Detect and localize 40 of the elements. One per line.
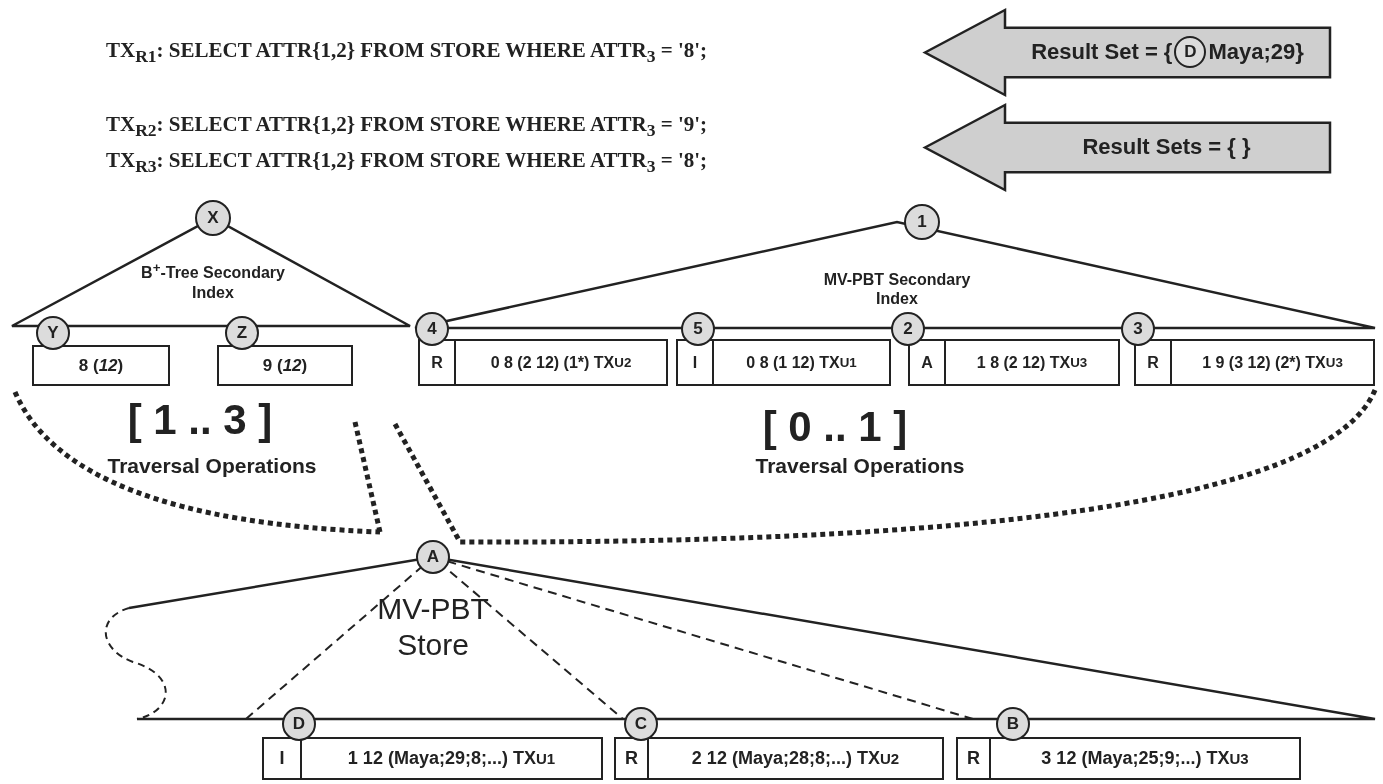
node-circle: X bbox=[195, 200, 231, 236]
node-circle: A bbox=[416, 540, 450, 574]
node-circle: 1 bbox=[904, 204, 940, 240]
result-panel bbox=[925, 105, 1330, 190]
index-label: MV-PBT Secondary Index bbox=[822, 270, 972, 309]
query-text: TX$_{R2}$: SELECT ATTR{1,2} FROM STORE WHERE ATTR$_{3}$ = '9'; bbox=[106, 112, 708, 142]
node-circle: D bbox=[282, 707, 316, 741]
record-box bbox=[956, 737, 1301, 780]
query-text: TX$_{R3}$: SELECT ATTR{1,2} FROM STORE WHERE ATTR$_{3}$ = '8'; bbox=[106, 148, 708, 178]
caption-text: Traversal Operations bbox=[755, 454, 965, 478]
result-text: Result Sets = { } bbox=[1082, 134, 1251, 161]
record-box bbox=[676, 339, 891, 386]
record-box bbox=[418, 339, 668, 386]
range-label: [ 1 .. 3 ] bbox=[127, 396, 273, 444]
node-circle: C bbox=[624, 707, 658, 741]
node-circle: 5 bbox=[681, 312, 715, 346]
record-flag: I bbox=[264, 739, 302, 778]
result-text: Maya;29} bbox=[1208, 39, 1304, 66]
record-flag: R bbox=[616, 739, 649, 778]
query-text: TX$_{R1}$: SELECT ATTR{1,2} FROM STORE WHERE ATTR$_{3}$ = '8'; bbox=[106, 38, 708, 68]
record-box bbox=[908, 339, 1120, 386]
node-circle: 4 bbox=[415, 312, 449, 346]
node-circle: B bbox=[996, 707, 1030, 741]
record-box bbox=[262, 737, 603, 780]
index-label: B$^{+}$-Tree Secondary Index bbox=[140, 260, 286, 302]
record-flag: R bbox=[958, 739, 991, 778]
record-box bbox=[614, 737, 944, 780]
index-label: MV-PBT Store bbox=[376, 591, 490, 663]
node-circle: Y bbox=[36, 316, 70, 350]
index-entry-box: 8 (12) bbox=[32, 345, 170, 386]
result-text: Result Set = { bbox=[1031, 39, 1173, 66]
index-entry-box: 9 (12) bbox=[217, 345, 353, 386]
node-circle: 3 bbox=[1121, 312, 1155, 346]
node-circle: 2 bbox=[891, 312, 925, 346]
node-circle: Z bbox=[225, 316, 259, 350]
range-label: [ 0 .. 1 ] bbox=[762, 403, 908, 451]
record-flag: A bbox=[910, 341, 946, 384]
result-panel bbox=[925, 10, 1330, 95]
caption-text: Traversal Operations bbox=[107, 454, 317, 478]
record-box bbox=[1134, 339, 1375, 386]
